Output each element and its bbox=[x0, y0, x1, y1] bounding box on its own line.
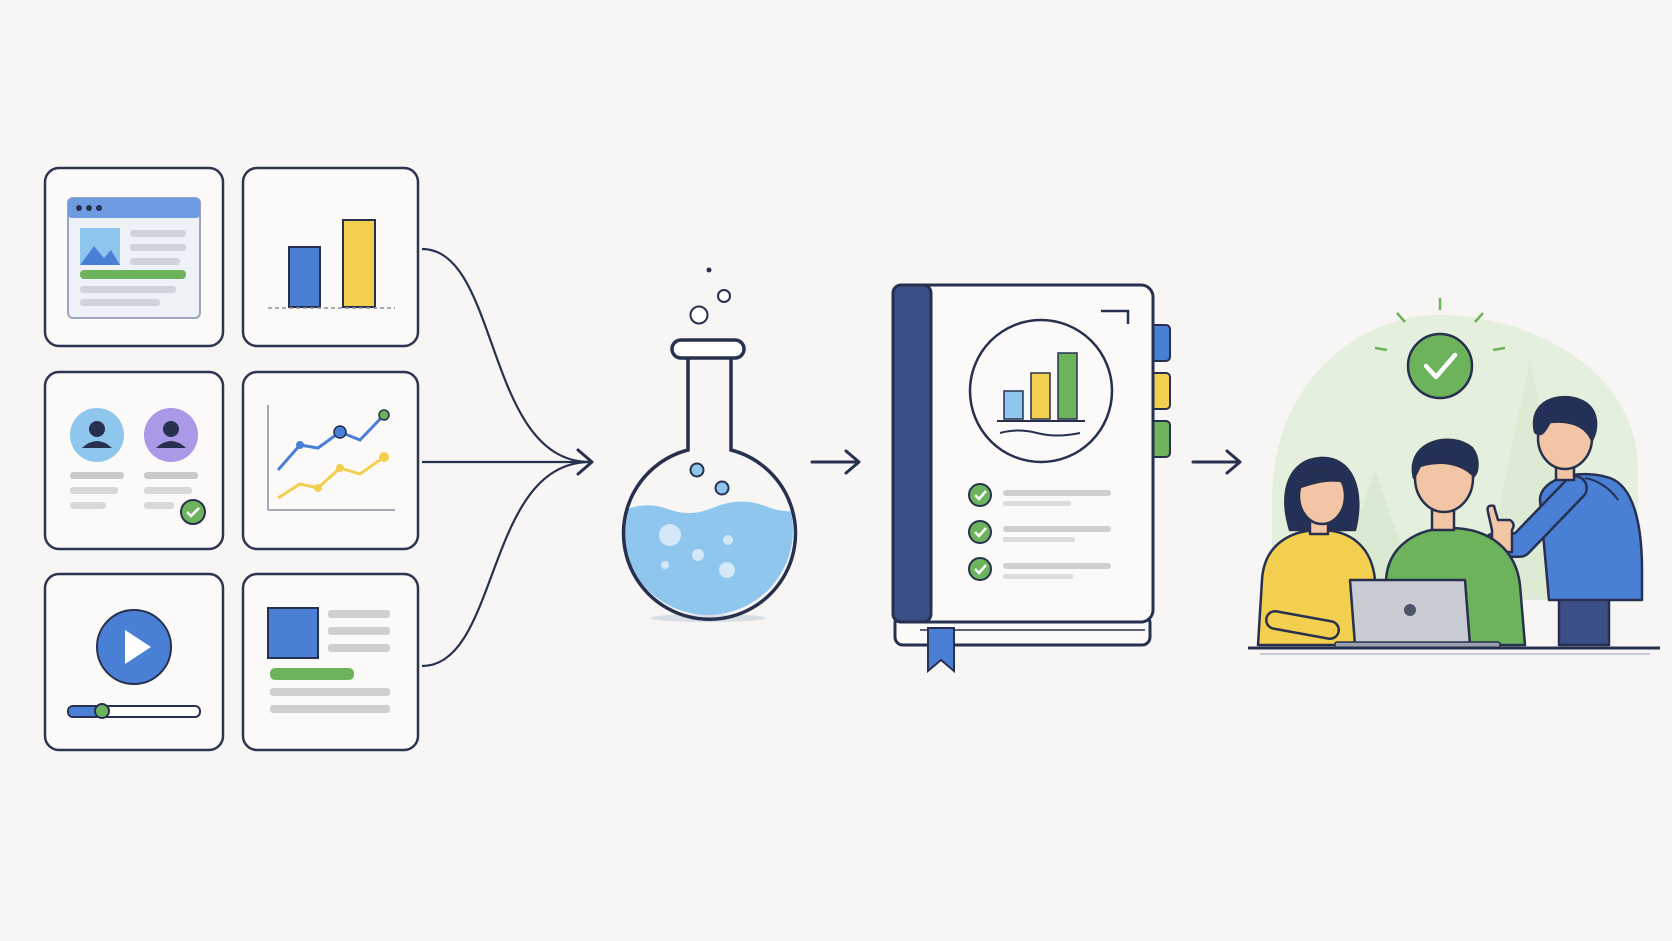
line-chart-icon bbox=[267, 405, 395, 511]
arrow-to-team-icon bbox=[1191, 449, 1242, 475]
check-icon bbox=[180, 499, 206, 525]
report-chart-icon bbox=[968, 318, 1114, 464]
webpage-card bbox=[43, 166, 225, 348]
profiles-card bbox=[43, 370, 225, 551]
arrow-to-flask-icon bbox=[576, 448, 594, 476]
bar-chart-icon bbox=[268, 219, 395, 309]
team-collaboration-icon bbox=[1248, 298, 1660, 655]
flask-icon bbox=[621, 267, 798, 622]
checklist bbox=[968, 483, 1111, 581]
user-profiles-icon bbox=[70, 408, 198, 509]
success-check-icon bbox=[1374, 298, 1506, 400]
notebook-icon bbox=[891, 283, 1171, 674]
webpage-icon bbox=[67, 197, 201, 319]
video-player-icon bbox=[67, 609, 201, 719]
person-woman bbox=[1256, 456, 1380, 647]
arrow-to-notebook-icon bbox=[810, 449, 861, 475]
video-card bbox=[43, 572, 225, 752]
article-card bbox=[241, 572, 420, 752]
person-standing bbox=[1482, 395, 1644, 647]
line-chart-card bbox=[241, 370, 420, 551]
bar-chart-card bbox=[241, 166, 420, 348]
source-cards-grid bbox=[43, 166, 420, 752]
laptop-icon bbox=[1334, 578, 1501, 649]
article-icon bbox=[267, 607, 390, 713]
source-connectors bbox=[421, 247, 591, 668]
